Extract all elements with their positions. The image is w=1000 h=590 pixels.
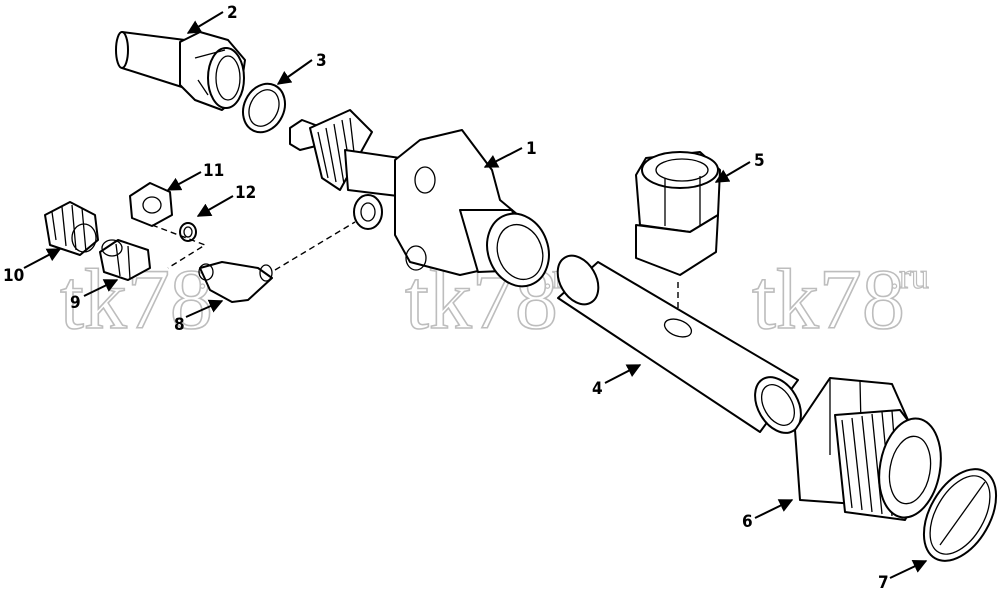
part-10-knurled-cap xyxy=(44,201,99,256)
callout-label: 10 xyxy=(3,266,24,286)
part-11-hex-nut xyxy=(129,182,173,227)
part-2-nozzle-nut xyxy=(115,31,246,111)
watermark-text: tk78 xyxy=(752,251,905,347)
part-8-elbow xyxy=(198,261,273,303)
part-12-washer xyxy=(179,222,197,242)
callout-9: 9 xyxy=(70,279,119,313)
callout-label: 12 xyxy=(235,183,256,203)
callout-7: 7 xyxy=(878,560,928,590)
callout-label: 6 xyxy=(742,512,753,532)
callout-2: 2 xyxy=(186,3,238,34)
watermark-right: tk78 .ru xyxy=(751,250,929,348)
assembly-lines xyxy=(151,221,356,271)
callout-label: 9 xyxy=(70,293,81,313)
callout-label: 3 xyxy=(316,51,327,71)
callout-label: 2 xyxy=(227,3,238,23)
callout-6: 6 xyxy=(742,499,794,532)
part-6-threaded-fitting xyxy=(794,377,942,521)
callout-3: 3 xyxy=(276,51,327,85)
watermark-suffix: .ru xyxy=(890,256,929,296)
callout-label: 4 xyxy=(592,379,603,399)
callout-5: 5 xyxy=(714,151,765,183)
callout-11: 11 xyxy=(166,161,224,191)
callout-4: 4 xyxy=(592,364,642,399)
callout-label: 1 xyxy=(526,139,537,159)
part-9-adapter xyxy=(99,239,151,281)
callout-label: 5 xyxy=(754,151,765,171)
part-7-ring xyxy=(922,468,998,562)
callout-label: 8 xyxy=(174,315,185,335)
callout-label: 7 xyxy=(878,573,889,590)
part-3-o-ring xyxy=(242,82,286,134)
callout-label: 11 xyxy=(203,161,224,181)
callout-8: 8 xyxy=(174,299,224,335)
callout-12: 12 xyxy=(196,183,256,217)
part-4-tube xyxy=(556,254,802,434)
callout-1: 1 xyxy=(483,139,537,168)
part-1-valve-body xyxy=(289,109,550,288)
callout-10: 10 xyxy=(3,248,62,286)
